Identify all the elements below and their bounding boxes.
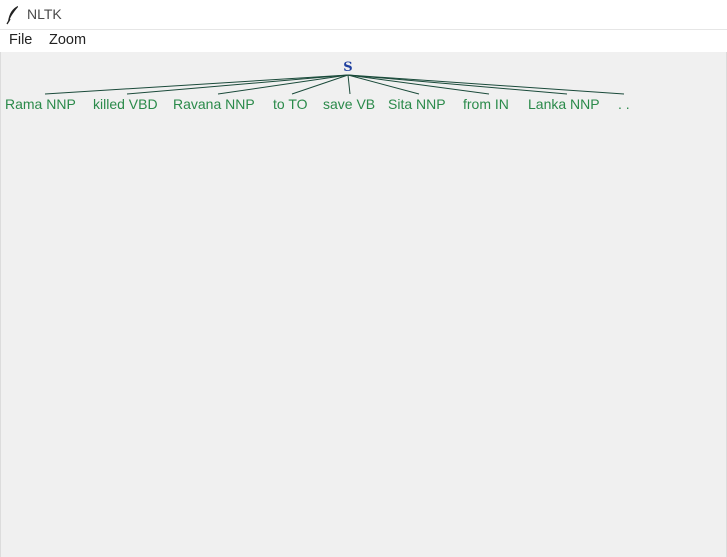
tree-leaf-label[interactable]: Ravana NNP bbox=[173, 96, 255, 112]
tree-branch-line bbox=[347, 74, 568, 95]
tree-leaves: Rama NNP killed VBD Ravana NNP to TO save VB… bbox=[5, 96, 630, 112]
tree-branch-line bbox=[217, 74, 349, 95]
tree-root-label[interactable]: S bbox=[343, 60, 352, 75]
tree-branches bbox=[44, 74, 625, 95]
tree-branch-line bbox=[126, 74, 349, 95]
tree-leaf-label[interactable]: . . bbox=[618, 96, 630, 112]
parse-tree: S Rama NNP killed VBD Ravana NNP to TO save … bbox=[5, 60, 630, 112]
tree-leaf-label[interactable]: from IN bbox=[463, 96, 509, 112]
tree-leaf-label[interactable]: Sita NNP bbox=[388, 96, 446, 112]
tree-leaf-label[interactable]: to TO bbox=[273, 96, 308, 112]
tree-leaf-label[interactable]: Lanka NNP bbox=[528, 96, 600, 112]
menu-bar: File Zoom bbox=[0, 30, 727, 52]
tree-branch-line bbox=[347, 74, 420, 95]
menu-zoom[interactable]: Zoom bbox=[49, 32, 87, 48]
tree-branch-line bbox=[44, 74, 349, 95]
tree-leaf-label[interactable]: killed VBD bbox=[93, 96, 158, 112]
title-bar: NLTK bbox=[0, 0, 727, 30]
window-title: NLTK bbox=[27, 6, 62, 22]
tree-branch-line bbox=[291, 74, 349, 95]
tree-canvas[interactable]: S Rama NNP killed VBD Ravana NNP to TO save … bbox=[0, 52, 727, 557]
tree-branch-line bbox=[347, 74, 490, 95]
tree-leaf-label[interactable]: save VB bbox=[323, 96, 375, 112]
menu-file[interactable]: File bbox=[9, 32, 33, 48]
tree-leaf-label[interactable]: Rama NNP bbox=[5, 96, 76, 112]
feather-icon bbox=[6, 6, 18, 25]
tree-branch-line bbox=[347, 74, 625, 95]
tree-branch-line bbox=[347, 74, 351, 95]
